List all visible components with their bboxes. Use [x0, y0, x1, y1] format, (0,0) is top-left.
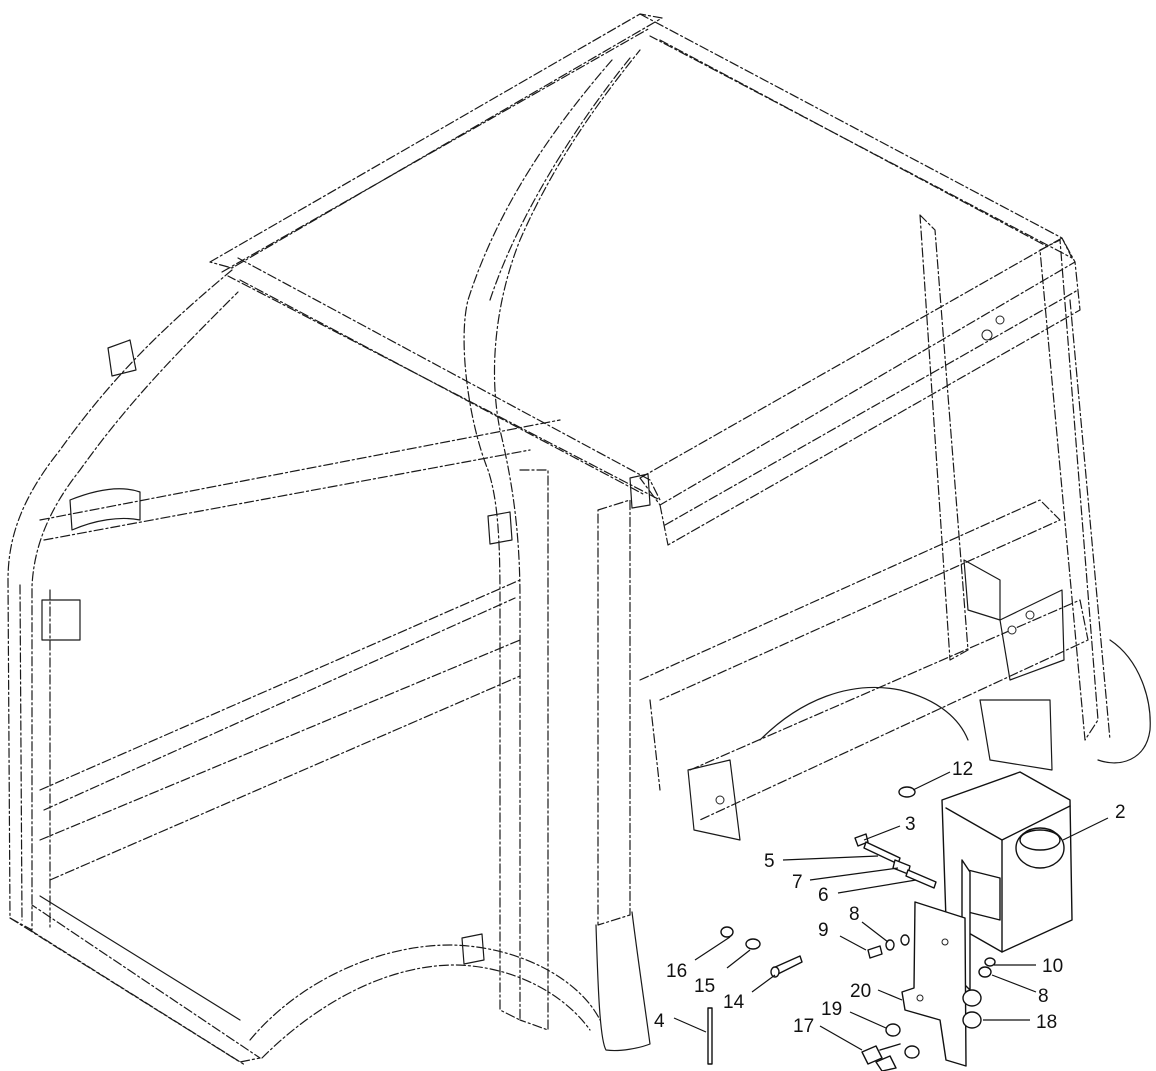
washer-19b: [904, 1045, 920, 1059]
bolt-17a: [861, 1045, 883, 1065]
washer-8a: [885, 939, 895, 951]
callout-8-lower: 8: [1038, 986, 1049, 1007]
washer-15: [745, 938, 761, 950]
callout-16: 16: [666, 961, 687, 982]
callout-17: 17: [793, 1016, 814, 1037]
nut-10: [984, 957, 996, 967]
mounting-plate: [901, 901, 967, 1067]
hose-6: [905, 869, 937, 889]
callout-7: 7: [792, 872, 803, 893]
screw-9: [867, 945, 883, 959]
callout-4: 4: [654, 1011, 665, 1032]
plug: [898, 786, 916, 798]
cab-frame: [7, 13, 1151, 1066]
washer-reservoir-assembly: [707, 771, 1073, 1071]
cable-tie: [707, 1007, 713, 1065]
callout-15: 15: [694, 976, 715, 997]
callout-10: 10: [1042, 956, 1063, 977]
callout-20: 20: [850, 981, 871, 1002]
callout-numbers: 12 2 3 5 7 6 8 9 10 8 16 15 14 20 4 19 1…: [654, 759, 1126, 1037]
tank-bracket: [967, 869, 1001, 921]
callout-12: 12: [952, 759, 973, 780]
nut-18a: [962, 989, 982, 1007]
nut-18b: [962, 1011, 982, 1029]
callout-5: 5: [764, 851, 775, 872]
callout-9: 9: [818, 920, 829, 941]
callout-19: 19: [821, 999, 842, 1020]
callout-8-upper: 8: [849, 904, 860, 925]
callout-6: 6: [818, 885, 829, 906]
callout-14: 14: [723, 992, 745, 1013]
bolt-3: [854, 833, 869, 847]
washer-8b: [978, 966, 992, 978]
bolt-17b: [875, 1055, 897, 1071]
leader-lines: [673, 771, 1109, 1051]
callout-2: 2: [1115, 802, 1126, 823]
washer-19a: [885, 1023, 901, 1037]
callout-3: 3: [905, 814, 916, 835]
nut-16: [720, 926, 734, 938]
callout-18: 18: [1036, 1012, 1057, 1033]
